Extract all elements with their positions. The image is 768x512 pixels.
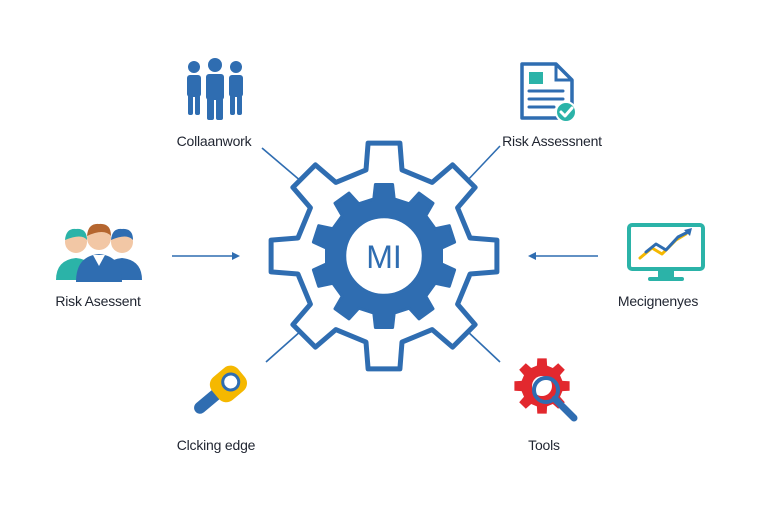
monitor-chart-icon xyxy=(627,223,705,281)
node-label-bottom-right: Tools xyxy=(528,437,560,453)
node-label-top-left: Collaanwork xyxy=(176,133,252,149)
people-group-icon xyxy=(56,223,142,282)
team-icon xyxy=(187,58,243,120)
connector-top-right xyxy=(465,145,501,183)
wrench-icon xyxy=(194,365,248,414)
arrowhead-mid-left xyxy=(232,252,240,260)
node-label-mid-right: Mecignenyes xyxy=(617,293,699,309)
node-label-top-right: Risk Assessnent xyxy=(502,133,602,149)
node-label-mid-left: Risk Asessent xyxy=(55,293,141,309)
arrowhead-mid-right xyxy=(528,252,536,260)
connector-bottom-left xyxy=(265,329,303,363)
connector-bottom-right xyxy=(465,329,501,363)
gear-magnifier-icon xyxy=(514,358,578,422)
connector-top-left xyxy=(261,147,303,183)
hub-center-ring xyxy=(343,215,425,297)
node-label-bottom-left: Clcking edge xyxy=(176,437,256,453)
hub-label: MI xyxy=(366,239,402,275)
central-gear-hub: MI xyxy=(268,140,500,372)
document-check-icon xyxy=(520,62,577,123)
